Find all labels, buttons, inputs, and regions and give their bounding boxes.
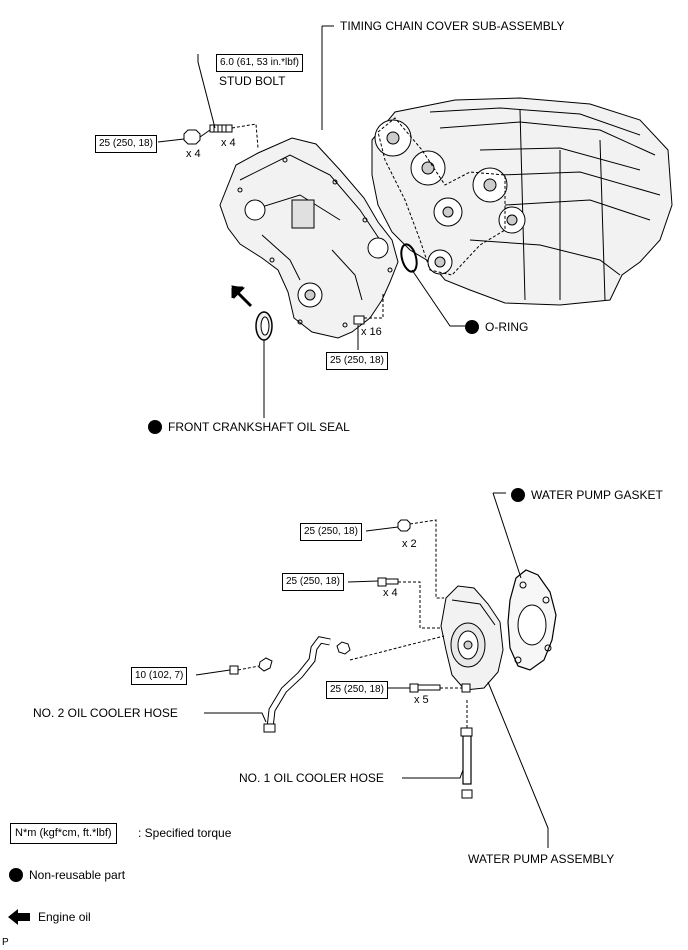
stud-bolt-part <box>209 124 233 133</box>
pump-b-quantity: x 4 <box>383 587 398 599</box>
legend-engine-oil: Engine oil <box>38 910 91 924</box>
pump-c-quantity: x 5 <box>414 694 429 706</box>
pump-a-quantity: x 2 <box>402 538 417 550</box>
pump-bolt-x5 <box>409 683 441 693</box>
front-crankshaft-oil-seal-label: FRONT CRANKSHAFT OIL SEAL <box>148 419 350 435</box>
pump-b-torque-box: 25 (250, 18) <box>282 573 344 591</box>
cover-top-torque-box: 25 (250, 18) <box>95 135 157 153</box>
camshaft-sprocket-mid <box>410 150 446 186</box>
no1-oil-cooler-hose-part <box>460 727 473 799</box>
water-pump-leader <box>487 681 549 848</box>
pump-c-torque-box: 25 (250, 18) <box>326 681 388 699</box>
idler-sprocket <box>433 197 463 227</box>
non-reusable-dot-icon <box>9 867 23 882</box>
stud-bolt-label: STUD BOLT <box>219 74 286 88</box>
no2-oil-cooler-hose-part <box>263 636 331 733</box>
timing-chain-cover-illustration <box>219 137 399 339</box>
legend-non-reusable: Non-reusable part <box>9 867 126 883</box>
non-reusable-dot-icon <box>465 319 479 334</box>
no2-oil-cooler-hose-label: NO. 2 OIL COOLER HOSE <box>33 706 178 720</box>
non-reusable-dot-icon <box>511 487 525 502</box>
engine-oil-arrow-icon <box>8 909 30 925</box>
pump-bolt-x2 <box>397 519 411 532</box>
o-ring-label: O-RING <box>465 319 529 335</box>
hose-bolt-torque-box: 10 (102, 7) <box>131 667 188 685</box>
legend-torque-desc: : Specified torque <box>138 826 232 840</box>
engine-block-illustration <box>371 97 673 306</box>
cover-bottom-torque-box: 25 (250, 18) <box>326 352 388 370</box>
o-ring-text: O-RING <box>485 320 529 334</box>
timing-chain-cover-label: TIMING CHAIN COVER SUB-ASSEMBLY <box>340 19 565 33</box>
cover-bottom-bolt-part <box>353 315 365 325</box>
camshaft-sprocket-right-a <box>472 167 508 203</box>
water-pump-assembly-part <box>440 585 504 693</box>
non-reusable-dot-icon <box>148 419 162 434</box>
front-crankshaft-oil-seal-text: FRONT CRANKSHAFT OIL SEAL <box>168 420 350 434</box>
water-pump-assembly-label: WATER PUMP ASSEMBLY <box>468 852 615 866</box>
water-pump-gasket-part <box>507 569 557 671</box>
no1-oil-cooler-hose-label: NO. 1 OIL COOLER HOSE <box>239 771 384 785</box>
legend-non-reusable-text: Non-reusable part <box>29 868 126 882</box>
pump-bolt-x4 <box>377 577 399 587</box>
camshaft-sprocket-right-b <box>498 206 526 234</box>
camshaft-sprocket-left <box>374 119 412 157</box>
cover-nut-part <box>183 129 201 145</box>
stud-quantity: x 4 <box>221 137 236 149</box>
cover-bottom-quantity: x 16 <box>361 326 382 338</box>
cover-top-nut-quantity: x 4 <box>186 148 201 160</box>
stud-bolt-torque-box: 6.0 (61, 53 in.*lbf) <box>216 54 303 72</box>
legend-torque-unit-box: N*m (kgf*cm, ft.*lbf) <box>10 823 117 844</box>
crank-sprocket <box>427 249 453 275</box>
hose-clamp-bolt-part <box>229 657 273 675</box>
o-ring-leader <box>411 269 465 327</box>
water-pump-gasket-label: WATER PUMP GASKET <box>511 487 663 503</box>
water-pump-gasket-text: WATER PUMP GASKET <box>531 488 663 502</box>
corner-mark: P <box>2 937 9 948</box>
pump-a-torque-box: 25 (250, 18) <box>300 523 362 541</box>
